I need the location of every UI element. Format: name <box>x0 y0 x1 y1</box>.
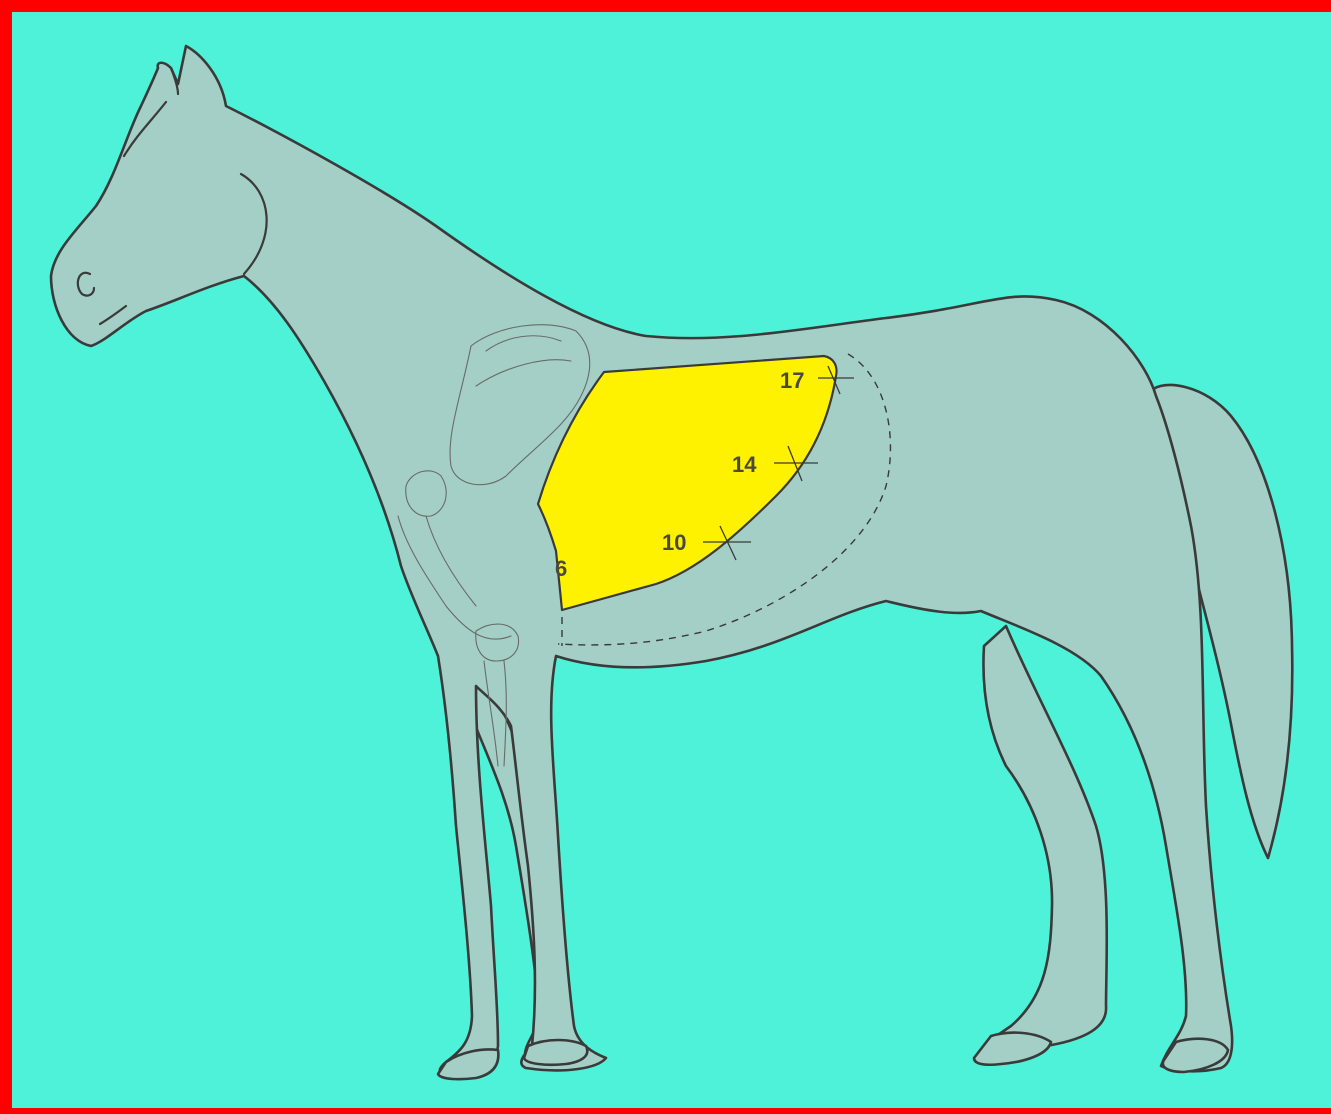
label-rib-14: 14 <box>732 452 757 477</box>
horse-diagram: 17 14 10 6 <box>6 6 1331 1114</box>
label-rib-10: 10 <box>662 530 686 555</box>
label-rib-6: 6 <box>555 556 567 581</box>
hoof-far-fore <box>524 1040 587 1065</box>
label-rib-17: 17 <box>780 368 804 393</box>
